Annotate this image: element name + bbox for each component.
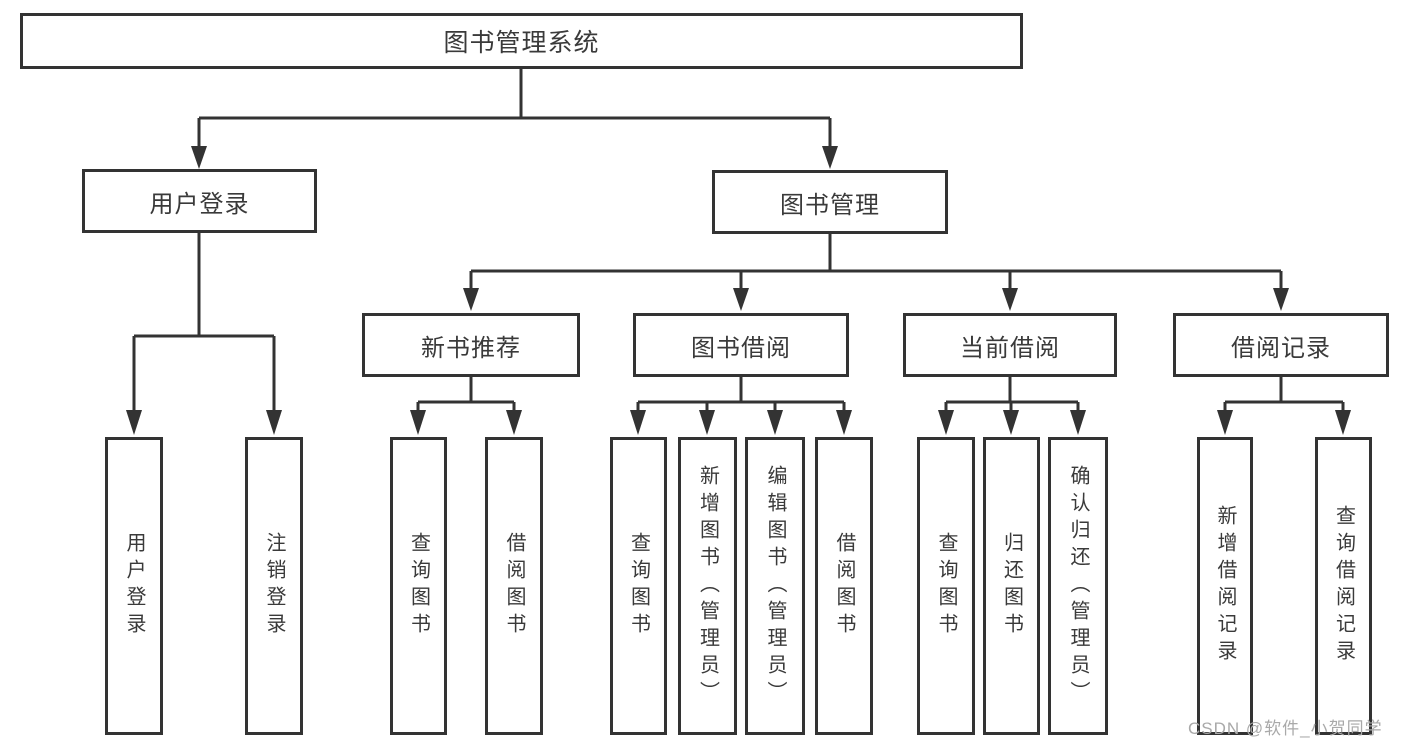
leaf-label: 注销登录: [263, 532, 285, 640]
leaf-label: 新增借阅记录: [1214, 505, 1236, 667]
node-label: 当前借阅: [960, 334, 1060, 362]
leaf-label: 查询图书: [627, 532, 650, 640]
node-user-login: 用户登录: [82, 169, 317, 233]
leaf-label: 查询图书: [935, 532, 957, 640]
leaf-borrow-borrow-books: 借阅图书: [815, 437, 873, 735]
leaf-label: 确认归还（管理员）: [1067, 464, 1089, 708]
leaf-logout: 注销登录: [245, 437, 303, 735]
node-label: 借阅记录: [1231, 334, 1331, 362]
leaf-borrow-add-books-admin: 新增图书（管理员）: [678, 437, 737, 735]
leaf-label: 编辑图书（管理员）: [764, 464, 786, 708]
leaf-label: 查询图书: [407, 532, 430, 640]
leaf-current-confirm-return-admin: 确认归还（管理员）: [1048, 437, 1108, 735]
leaf-label: 查询借阅记录: [1332, 505, 1355, 667]
node-borrow-records: 借阅记录: [1173, 313, 1389, 377]
node-book-management: 图书管理: [712, 170, 948, 234]
leaf-label: 新增图书（管理员）: [696, 464, 719, 708]
leaf-borrow-query-books: 查询图书: [610, 437, 667, 735]
leaf-records-add-borrow-record: 新增借阅记录: [1197, 437, 1253, 735]
leaf-label: 归还图书: [1000, 532, 1023, 640]
leaf-records-query-borrow-record: 查询借阅记录: [1315, 437, 1372, 735]
leaf-borrow-edit-books-admin: 编辑图书（管理员）: [745, 437, 805, 735]
node-library-system: 图书管理系统: [20, 13, 1023, 69]
node-label: 图书借阅: [691, 334, 791, 362]
node-label: 图书管理: [780, 191, 880, 219]
node-current-borrow: 当前借阅: [903, 313, 1117, 377]
node-book-borrow: 图书借阅: [633, 313, 849, 377]
leaf-current-query-books: 查询图书: [917, 437, 975, 735]
node-label: 图书管理系统: [443, 29, 600, 57]
node-label: 新书推荐: [421, 334, 521, 362]
leaf-recommend-borrow-books: 借阅图书: [485, 437, 543, 735]
leaf-current-return-books: 归还图书: [983, 437, 1040, 735]
leaf-label: 借阅图书: [503, 532, 525, 640]
leaf-user-login: 用户登录: [105, 437, 163, 735]
watermark: CSDN @软件_小贺同学: [1188, 719, 1383, 738]
leaf-label: 借阅图书: [833, 532, 855, 640]
node-new-book-recommend: 新书推荐: [362, 313, 580, 377]
leaf-recommend-query-books: 查询图书: [390, 437, 447, 735]
node-label: 用户登录: [149, 190, 250, 218]
leaf-label: 用户登录: [123, 532, 145, 640]
